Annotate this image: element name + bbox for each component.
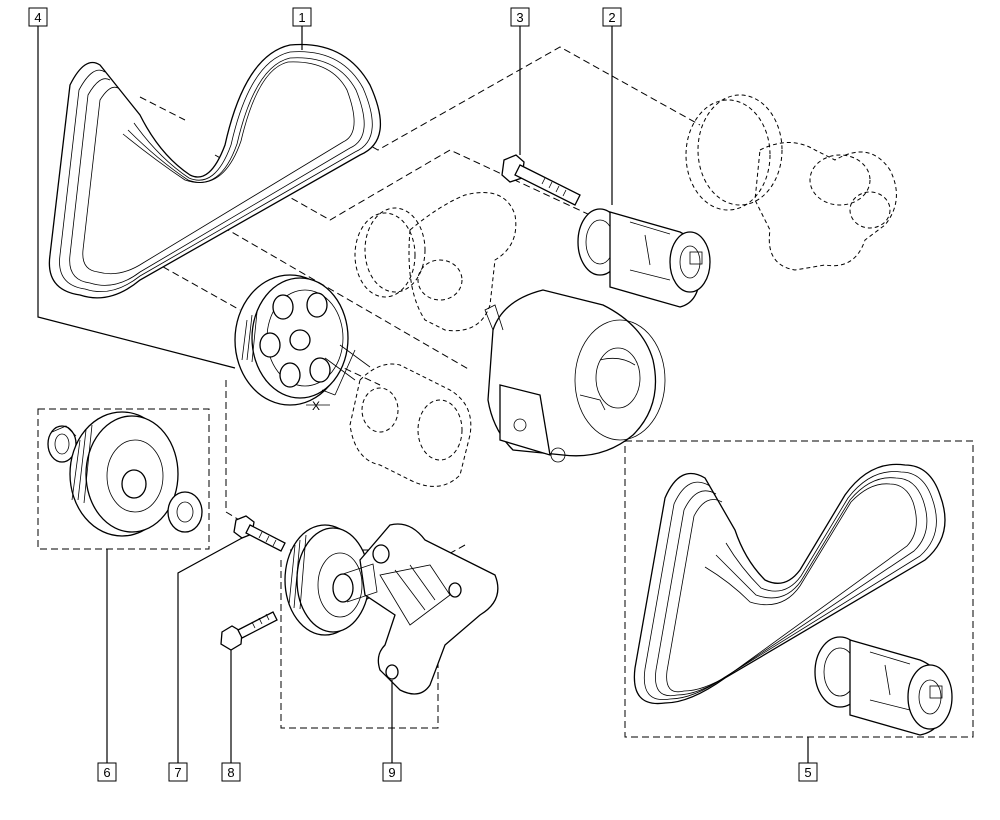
callout-1: 1 (292, 7, 312, 27)
ghost-water-pump-pulley (354, 192, 517, 332)
tensioner-bolt (501, 154, 581, 206)
alternator (484, 289, 666, 463)
svg-text:4: 4 (34, 10, 41, 25)
idler-bracket-assembly (284, 523, 499, 695)
callout-4: 4 (28, 7, 48, 27)
svg-text:5: 5 (804, 765, 811, 780)
leader-lines (37, 26, 809, 763)
svg-text:3: 3 (516, 10, 523, 25)
bolt-7 (233, 515, 286, 552)
dimension-x: X (306, 344, 371, 413)
callout-6: 6 (97, 762, 117, 782)
dimension-x-label: X (312, 399, 320, 413)
drive-belt (48, 43, 382, 299)
group-outline-9 (225, 380, 439, 729)
svg-text:2: 2 (608, 10, 615, 25)
ghost-bracket (349, 363, 472, 487)
callout-8: 8 (221, 762, 241, 782)
belt-tensioner (577, 208, 711, 308)
callout-9: 9 (382, 762, 402, 782)
svg-text:1: 1 (298, 10, 305, 25)
crankshaft-pulley (234, 274, 349, 406)
svg-text:6: 6 (103, 765, 110, 780)
callout-7: 7 (168, 762, 188, 782)
svg-text:8: 8 (227, 765, 234, 780)
idler-pulley-kit (47, 411, 203, 537)
callout-3: 3 (510, 7, 530, 27)
callout-5: 5 (798, 762, 818, 782)
svg-text:9: 9 (388, 765, 395, 780)
group-box-6 (37, 408, 210, 550)
svg-text:7: 7 (174, 765, 181, 780)
group-box-5 (624, 440, 974, 738)
callout-2: 2 (602, 7, 622, 27)
belt-kit-tensioner (814, 636, 953, 736)
ghost-crankshaft-pulley (685, 94, 897, 271)
belt-kit-belt (633, 463, 946, 705)
bolt-8 (220, 611, 278, 651)
